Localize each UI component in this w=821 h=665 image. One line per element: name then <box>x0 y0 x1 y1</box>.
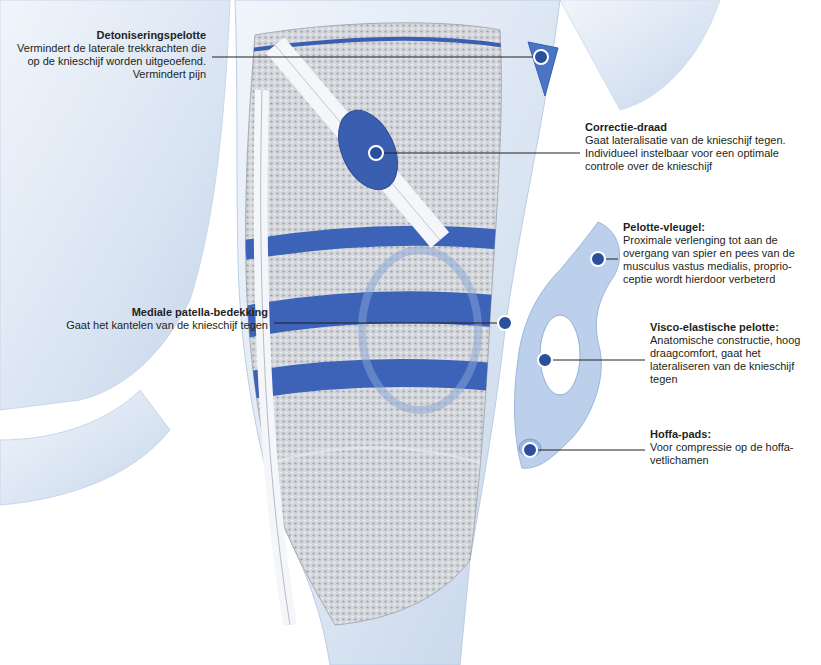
callout: Visco-elastische pelotte:Anatomische con… <box>650 321 816 386</box>
callout-heading: Visco-elastische pelotte: <box>650 321 816 334</box>
pad-icon <box>528 42 558 96</box>
callout-heading: Detoniseringspelotte <box>8 29 206 42</box>
callout-dots <box>369 50 605 457</box>
pelotte <box>515 222 620 468</box>
callout: Correctie-draadGaat lateralisatie van de… <box>585 121 817 173</box>
callout-heading: Pelotte-vleugel: <box>623 221 817 234</box>
callout-text: Voor compressie op de hoffa-vetlichamen <box>650 441 816 467</box>
callout-text: Vermindert de laterale trekkrachten die … <box>8 42 206 81</box>
leader-lines <box>212 57 645 450</box>
knee-brace <box>245 23 505 625</box>
callout: Pelotte-vleugel:Proximale verlenging tot… <box>623 221 817 286</box>
callout-text: Proximale verlenging tot aan de overgang… <box>623 234 817 286</box>
callout-heading: Mediale patella-bedekking <box>40 306 268 319</box>
callout: Hoffa-pads:Voor compressie op de hoffa-v… <box>650 428 816 467</box>
callout-text: Anatomische constructie, hoog draagcomfo… <box>650 334 816 386</box>
callout-text: Gaat lateralisatie van de knieschijf teg… <box>585 134 817 173</box>
callout-heading: Hoffa-pads: <box>650 428 816 441</box>
callout: DetoniseringspelotteVermindert de latera… <box>8 29 206 81</box>
callout: Mediale patella-bedekkingGaat het kantel… <box>40 306 268 332</box>
callout-heading: Correctie-draad <box>585 121 817 134</box>
ghost-body <box>0 0 720 665</box>
callout-text: Gaat het kantelen van de knieschijf tege… <box>40 319 268 332</box>
